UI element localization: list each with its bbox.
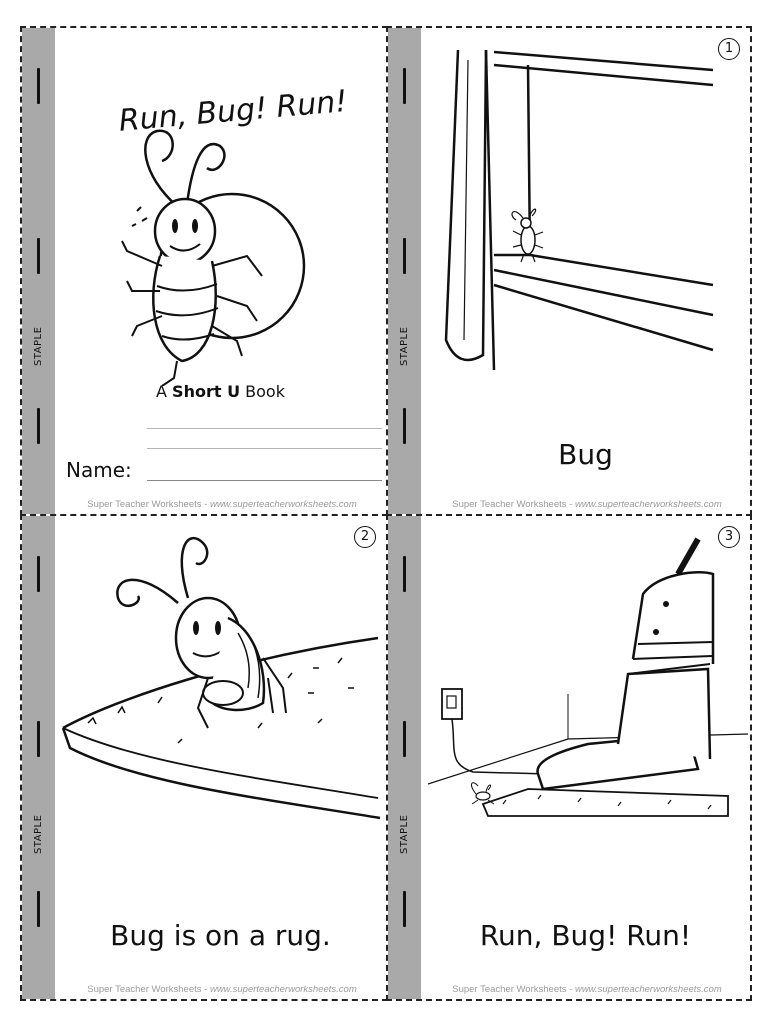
subtitle-prefix: A (156, 382, 173, 401)
name-field-line[interactable] (147, 480, 382, 481)
staple-strip: STAPLE (388, 28, 421, 514)
footer-url: www.superteacherworksheets.com (209, 984, 357, 995)
cover-subtitle: A Short U Book (55, 382, 386, 401)
subtitle-suffix: Book (240, 382, 285, 401)
footer: Super Teacher Worksheets - www.superteac… (62, 499, 382, 510)
staple-strip: STAPLE (22, 516, 55, 999)
vacuum-illustration (428, 537, 748, 817)
staple-label: STAPLE (399, 326, 410, 366)
cut-mark (37, 68, 40, 104)
footer-url: www.superteacherworksheets.com (574, 499, 722, 510)
writing-line (147, 448, 382, 449)
cut-mark (37, 721, 40, 757)
footer-separator: - (201, 499, 210, 510)
footer-brand: Super Teacher Worksheets (87, 499, 202, 510)
page-3-panel: STAPLE 3 Run, Bug! Run! Super Teacher Wo… (386, 514, 752, 1001)
bug-illustration (121, 129, 306, 386)
name-label: Name: (66, 458, 132, 482)
page-caption: Bug (558, 438, 613, 471)
cut-mark (37, 891, 40, 927)
cut-mark (403, 721, 406, 757)
footer: Super Teacher Worksheets - www.superteac… (428, 984, 746, 995)
footer-brand: Super Teacher Worksheets (87, 984, 202, 995)
staple-label: STAPLE (33, 814, 44, 854)
subtitle-bold: Short U (172, 382, 241, 401)
rug-illustration (61, 536, 381, 820)
writing-line (147, 428, 382, 429)
footer-brand: Super Teacher Worksheets (452, 984, 567, 995)
cut-mark (37, 238, 40, 274)
cut-mark (403, 891, 406, 927)
footer-separator: - (201, 984, 210, 995)
cut-mark (403, 408, 406, 444)
page-number: 3 (718, 526, 740, 548)
cut-mark (403, 556, 406, 592)
cut-mark (403, 238, 406, 274)
staple-label: STAPLE (399, 814, 410, 854)
cover-title: Run, Bug! Run! (117, 84, 348, 139)
outlet-icon (441, 688, 549, 775)
page-number: 2 (354, 526, 376, 548)
footer: Super Teacher Worksheets - www.superteac… (428, 499, 746, 510)
footer-brand: Super Teacher Worksheets (452, 499, 567, 510)
cover-panel: STAPLE Run, Bug! Run! A Short U Book Nam… (20, 26, 388, 516)
footer-separator: - (566, 499, 575, 510)
page-caption: Run, Bug! Run! (479, 919, 692, 952)
page-number: 1 (718, 38, 740, 60)
staple-strip: STAPLE (22, 28, 55, 514)
page-caption: Bug is on a rug. (110, 919, 331, 952)
page-2-panel: STAPLE 2 Bug is on a rug. Super Teacher … (20, 514, 388, 1001)
page-1-panel: STAPLE 1 Bug Super Teacher Worksheets - … (386, 26, 752, 516)
footer-url: www.superteacherworksheets.com (209, 499, 357, 510)
staple-strip: STAPLE (388, 516, 421, 999)
cut-mark (403, 68, 406, 104)
wall-corner-illustration (444, 49, 714, 371)
footer-separator: - (566, 984, 575, 995)
footer: Super Teacher Worksheets - www.superteac… (62, 984, 382, 995)
staple-label: STAPLE (33, 326, 44, 366)
cut-mark (37, 556, 40, 592)
footer-url: www.superteacherworksheets.com (574, 984, 722, 995)
cut-mark (37, 408, 40, 444)
